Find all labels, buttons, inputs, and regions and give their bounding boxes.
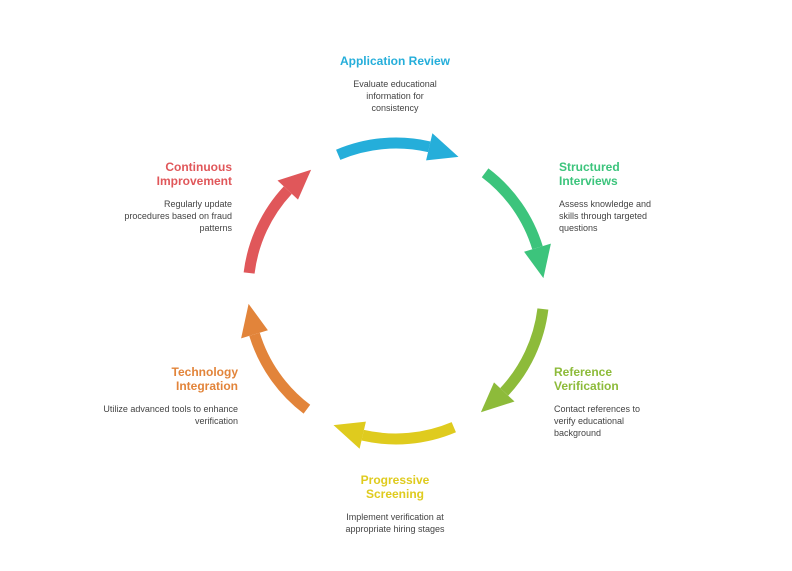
step-structured-interviews: Structured Interviews Assess knowledge a… [559, 160, 669, 234]
arrow-reference-verification [480, 308, 549, 413]
arrow-technology-integration [241, 303, 311, 414]
step-title: Progressive Screening [360, 473, 430, 501]
step-continuous-improvement: Continuous Improvement Regularly update … [92, 160, 232, 234]
step-description: Contact references to verify educational… [554, 404, 641, 438]
step-description: Regularly update procedures based on fra… [124, 199, 232, 233]
step-technology-integration: Technology Integration Utilize advanced … [98, 365, 238, 427]
step-title: Structured Interviews [559, 160, 620, 188]
step-title: Technology Integration [171, 365, 238, 393]
step-description: Assess knowledge and skills through targ… [559, 199, 652, 233]
step-description: Implement verification at appropriate hi… [345, 512, 445, 534]
step-title: Application Review [339, 54, 451, 68]
step-title: Reference Verification [554, 365, 619, 393]
step-progressive-screening: Progressive Screening Implement verifica… [325, 473, 465, 535]
step-application-review: Application Review Evaluate educational … [325, 54, 465, 114]
arrow-application-review [336, 133, 459, 161]
step-description: Utilize advanced tools to enhance verifi… [103, 404, 238, 426]
step-reference-verification: Reference Verification Contact reference… [554, 365, 664, 439]
step-title: Continuous Improvement [156, 160, 232, 188]
arrow-progressive-screening [333, 421, 456, 449]
arrow-continuous-improvement [243, 169, 312, 274]
arrow-structured-interviews [481, 168, 551, 279]
step-description: Evaluate educational information for con… [353, 79, 437, 113]
